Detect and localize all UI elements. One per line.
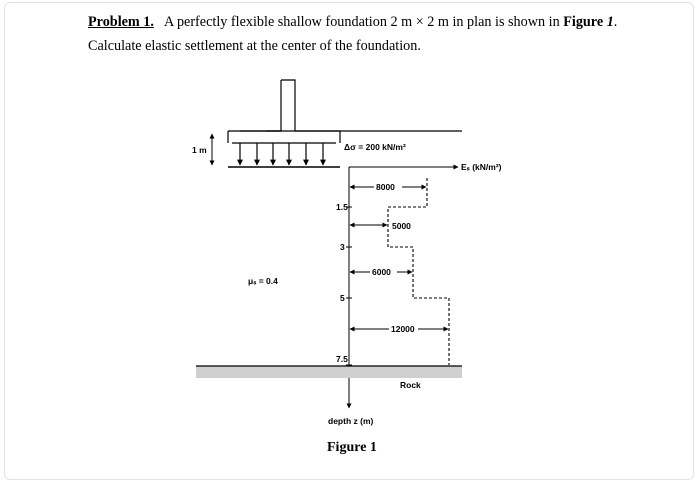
rock-label: Rock (400, 380, 421, 390)
problem-text: A perfectly flexible shallow foundation … (163, 14, 564, 30)
modulus-profile (387, 178, 450, 365)
figure-caption: Figure 1 (327, 440, 377, 455)
problem-text-end: . (613, 14, 618, 30)
depth-axis-label: depth z (m) (328, 416, 373, 426)
poisson-ratio-label: μₛ = 0.4 (248, 276, 278, 286)
depth-tick-label: 3 (340, 242, 345, 252)
depth-tick-label: 1.5 (336, 202, 348, 212)
embedment-label: 1 m (192, 145, 207, 155)
modulus-value-layer-3: 6000 (372, 267, 391, 277)
rock-surface-band (196, 366, 462, 378)
load-arrows (237, 143, 326, 166)
modulus-value-layer-4: 12000 (391, 324, 415, 334)
load-label: Δσ = 200 kN/m² (344, 142, 406, 152)
depth-tick-label: 5 (340, 293, 345, 303)
figure-reference-word: Figure (563, 14, 604, 30)
modulus-axis-label: Eₛ (kN/m²) (461, 162, 502, 172)
problem-statement: Problem 1. A perfectly flexible shallow f… (88, 10, 668, 58)
figure-reference-number: 1 (606, 14, 614, 30)
footing-outline (227, 130, 341, 143)
footing-column (266, 79, 296, 132)
modulus-value-layer-2: 5000 (392, 221, 411, 231)
problem-line-2: Calculate elastic settlement at the cent… (88, 38, 421, 54)
layer-arrows (349, 184, 449, 332)
problem-label: Problem 1. (88, 14, 154, 30)
modulus-value-layer-1: 8000 (376, 182, 395, 192)
problem-line-1: Problem 1. A perfectly flexible shallow f… (88, 10, 668, 34)
depth-ticks (346, 206, 352, 366)
page-frame (4, 2, 694, 480)
depth-tick-label: 7.5 (336, 354, 348, 364)
